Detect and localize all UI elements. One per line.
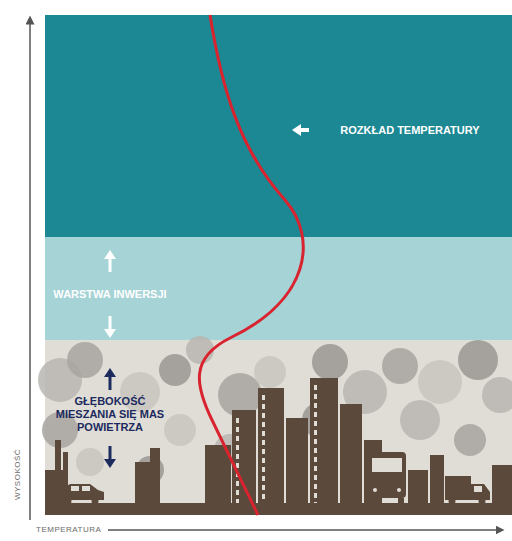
inversion-band: WARSTWA INWERSJI: [45, 237, 512, 340]
bus: [368, 452, 406, 504]
upper-air-band: ROZKŁAD TEMPERATURY: [45, 15, 512, 237]
temperature-axis-label: TEMPERATURA: [36, 525, 101, 534]
band-label: WARSTWA INWERSJI: [45, 288, 175, 301]
city-silhouette: [45, 378, 512, 508]
height-axis: [29, 20, 31, 520]
band-label: GŁĘBOKOŚĆ MIESZANIA SIĘ MAS POWIETRZA: [45, 395, 175, 434]
band-arrows: [104, 124, 309, 468]
temperature-profile: [199, 15, 303, 515]
temperature-axis: [108, 529, 500, 531]
height-axis-label: WYSOKOŚĆ: [13, 449, 22, 500]
band-label: ROZKŁAD TEMPERATURY: [315, 124, 505, 137]
truck: [445, 476, 490, 505]
ground: [45, 503, 512, 515]
car: [58, 484, 104, 505]
